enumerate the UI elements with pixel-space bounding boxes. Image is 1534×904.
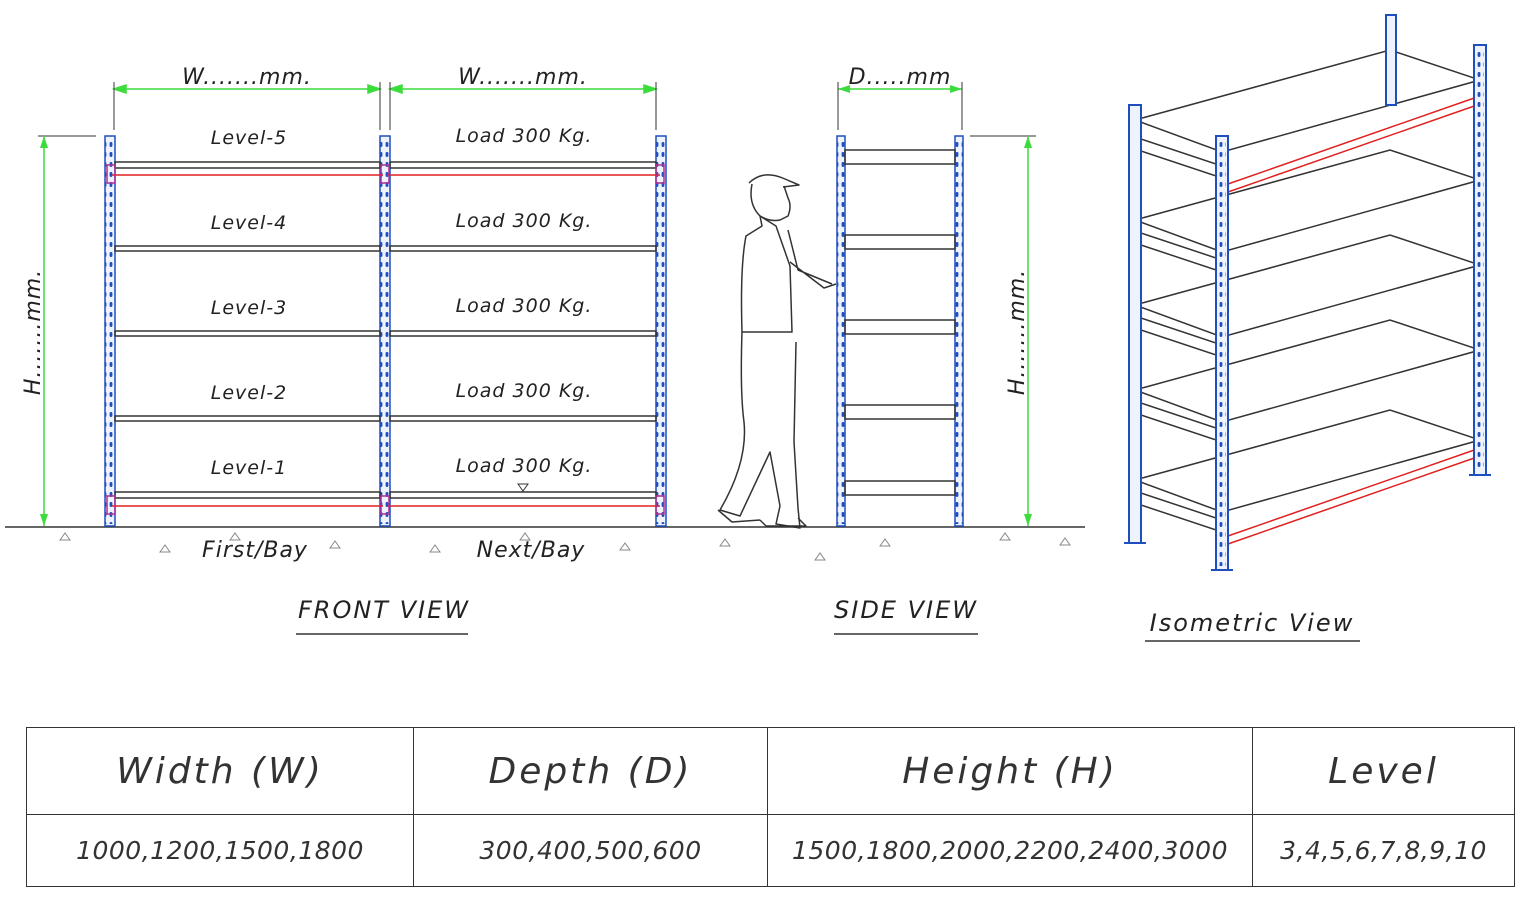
load-label: Load 300 Kg.: [456, 210, 593, 232]
side-beams: [844, 149, 956, 496]
depth-arrow-right: [950, 85, 962, 93]
height-label: H.......mm.: [21, 269, 46, 395]
load-marker: [517, 483, 529, 492]
width-extension-lines: [113, 82, 657, 130]
iso-base-plates: [1124, 474, 1491, 571]
front-view-caption: FRONT VIEW: [298, 596, 470, 624]
person-figure: [717, 174, 837, 529]
load-label: Load 300 Kg.: [456, 380, 593, 402]
depth-arrow-left: [838, 85, 850, 93]
header-height: Height (H): [767, 727, 1253, 815]
specification-table: Width (W) Depth (D) Height (H) Level 100…: [26, 727, 1515, 887]
bay-label: First/Bay: [202, 538, 308, 563]
iso-beam-accents: [1227, 95, 1481, 545]
level-label: Level-1: [211, 457, 287, 479]
front-beams: [114, 161, 657, 499]
upright-holes: [955, 140, 963, 524]
iso-upright-back-left: [1128, 104, 1142, 544]
table-header-row: Width (W) Depth (D) Height (H) Level: [26, 727, 1515, 815]
height-arrow-top: [1024, 136, 1032, 148]
upright-holes: [105, 140, 115, 524]
height-arrow-bottom: [1024, 514, 1032, 526]
header-width: Width (W): [26, 727, 414, 815]
upright-holes: [837, 140, 845, 524]
level-values: 3,4,5,6,7,8,9,10: [1252, 814, 1515, 887]
iso-upright-back-right: [1385, 14, 1397, 106]
header-level: Level: [1252, 727, 1515, 815]
level-label: Level-5: [211, 127, 287, 149]
person-cap: [748, 174, 800, 188]
floor-hatch: [59, 532, 1071, 561]
iso-shelf-panels: [1132, 49, 1483, 513]
load-label: Load 300 Kg.: [456, 295, 593, 317]
upright-holes: [1218, 142, 1226, 566]
bay-width-label: W.......mm.: [458, 65, 588, 90]
width-dimension-lines: [111, 83, 659, 95]
side-height-label: H.......mm.: [1005, 269, 1030, 395]
upright-holes: [380, 140, 390, 524]
person-torso: [740, 215, 793, 333]
load-label: Load 300 Kg.: [456, 455, 593, 477]
isometric-view-caption: Isometric View: [1150, 609, 1355, 637]
upright-holes: [656, 140, 666, 524]
height-values: 1500,1800,2000,2200,2400,3000: [767, 814, 1253, 887]
front-view: W.......mm. W.......mm. H.......mm. Leve…: [5, 65, 1085, 635]
side-view: D.....mm H.......mm. SIDE VIEW: [834, 65, 1036, 635]
level-label: Level-3: [211, 297, 287, 319]
depth-values: 300,400,500,600: [413, 814, 768, 887]
level-label: Level-2: [211, 382, 287, 404]
bay-width-label: W.......mm.: [182, 65, 312, 90]
bay-label: Next/Bay: [477, 538, 586, 563]
front-beam-accents: [106, 164, 665, 515]
side-view-caption: SIDE VIEW: [834, 596, 978, 624]
height-arrow-top: [40, 136, 48, 148]
upright-holes: [1476, 50, 1484, 470]
header-depth: Depth (D): [413, 727, 768, 815]
level-label: Level-4: [211, 212, 287, 234]
width-values: 1000,1200,1500,1800: [26, 814, 414, 887]
height-arrow-bottom: [40, 514, 48, 526]
isometric-view: Isometric View: [1124, 14, 1491, 642]
table-row: 1000,1200,1500,1800 300,400,500,600 1500…: [26, 814, 1515, 887]
depth-label: D.....mm: [849, 65, 952, 90]
load-label: Load 300 Kg.: [456, 125, 593, 147]
